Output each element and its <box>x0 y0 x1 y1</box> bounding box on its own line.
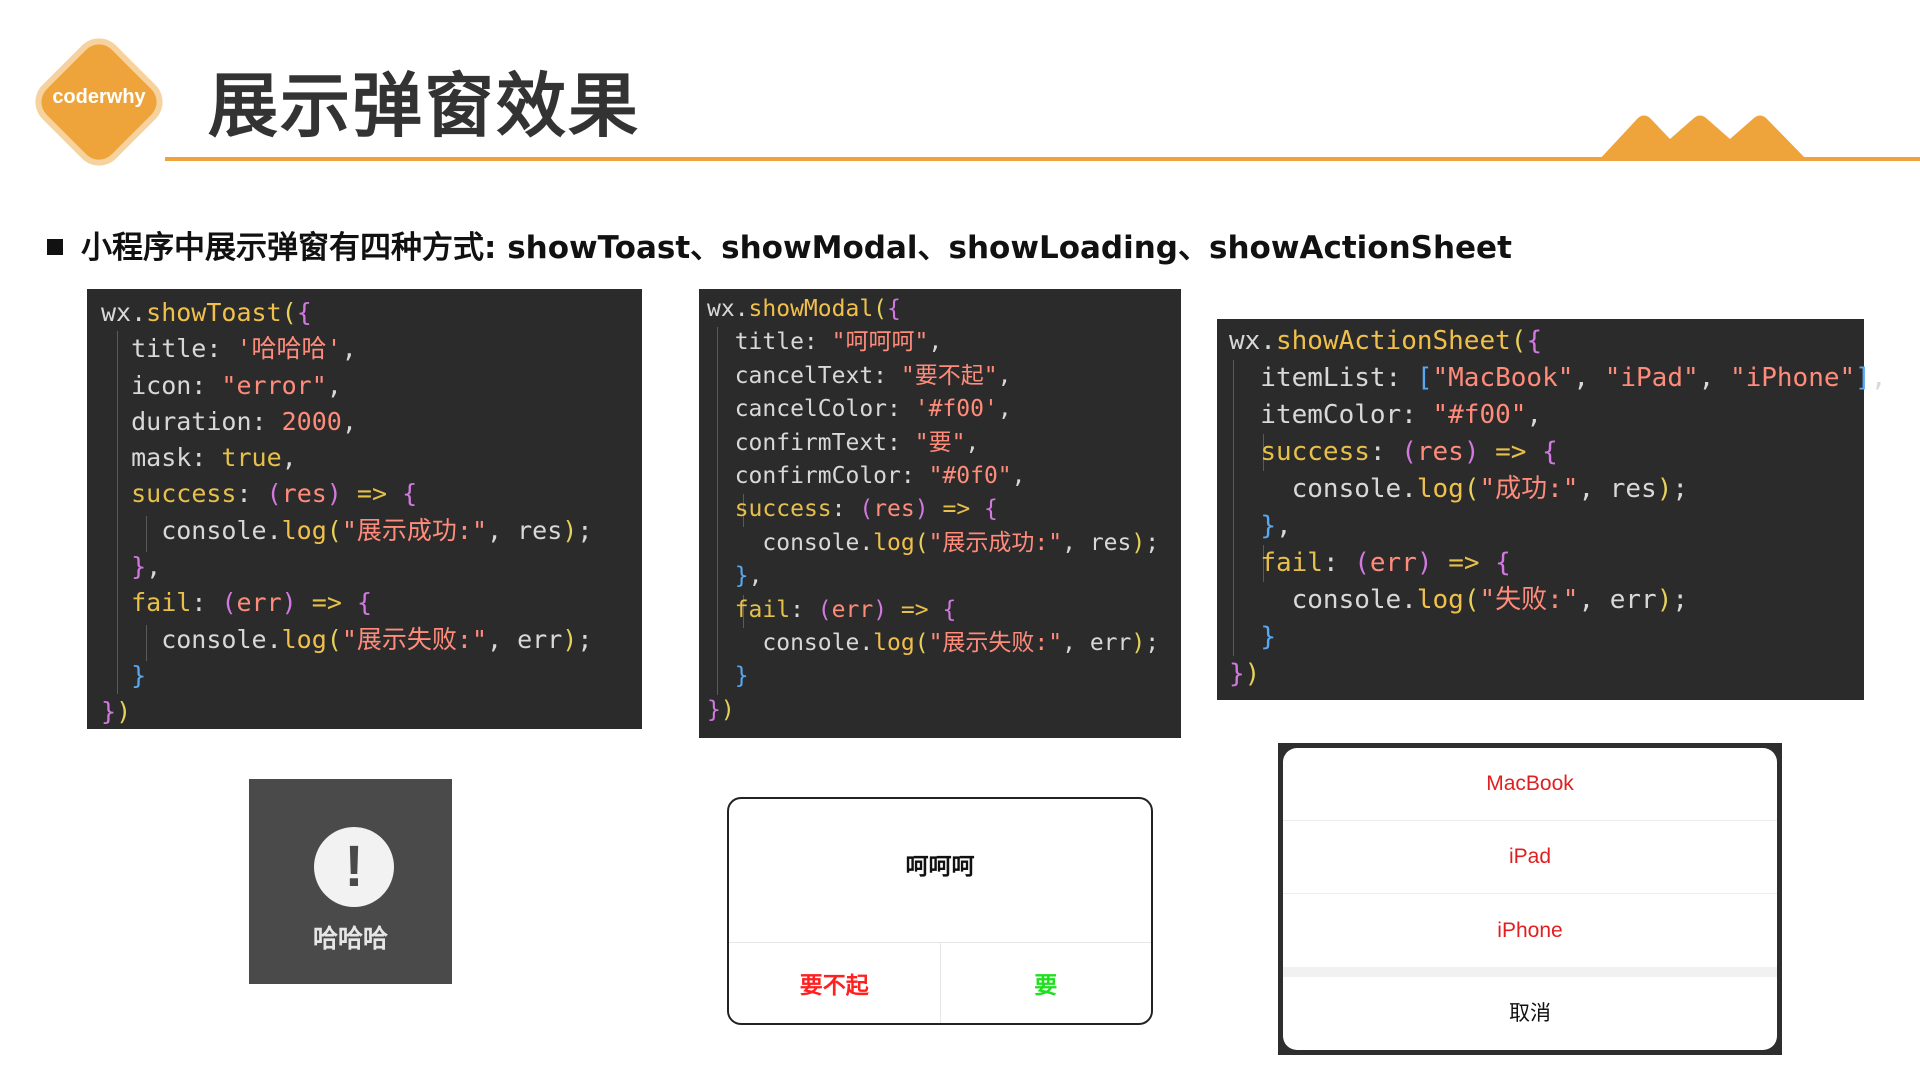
indent-guide <box>1263 434 1264 471</box>
code-line: title: '哈哈哈', <box>101 334 357 364</box>
code-line: console.log("成功:", res); <box>1229 474 1689 504</box>
mountains-decoration <box>1598 115 1808 161</box>
code-line: }, <box>131 552 162 582</box>
code-line: fail: (err) => { <box>131 588 373 618</box>
code-line: wx.showModal({ <box>707 296 901 322</box>
code-line: } <box>734 663 749 690</box>
code-line: }) <box>1229 659 1261 689</box>
code-line: }, <box>1260 511 1292 541</box>
code-line: }) <box>101 697 132 727</box>
code-line: itemList: ["MacBook", "iPad", "iPhone"], <box>1229 363 1887 393</box>
logo: coderwhy <box>33 36 165 168</box>
action-sheet-cancel-button[interactable]: 取消 <box>1509 1001 1551 1025</box>
code-line: console.log("展示成功:", res); <box>101 515 593 545</box>
toast-text: 哈哈哈 <box>312 924 388 953</box>
code-line: console.log("展示失败:", err); <box>707 629 1160 656</box>
code-line: } <box>131 660 147 690</box>
code-line: icon: "error", <box>101 370 342 400</box>
toast-preview: ! 哈哈哈 <box>249 779 452 984</box>
code-line: cancelColor: '#f00', <box>707 396 1012 423</box>
page-title: 展示弹窗效果 <box>208 65 640 147</box>
code-line: success: (res) => { <box>1260 437 1558 467</box>
code-line: console.log("展示失败:", err); <box>101 624 593 654</box>
code-line: fail: (err) => { <box>1260 548 1511 578</box>
code-block-showmodal: wx.showModal({ title: "呵呵呵", cancelText:… <box>699 289 1181 738</box>
code-line: } <box>1260 622 1276 652</box>
action-sheet-item[interactable]: MacBook <box>1283 748 1777 821</box>
bullet-text: 小程序中展示弹窗有四种方式: showToast、showModal、showL… <box>81 230 1512 266</box>
code-line: success: (res) => { <box>131 479 418 509</box>
code-line: console.log("失败:", err); <box>1229 585 1689 615</box>
indent-guide <box>743 595 744 628</box>
code-block-showtoast: wx.showToast({ title: '哈哈哈', icon: "erro… <box>87 289 642 729</box>
code-line: success: (res) => { <box>734 496 998 523</box>
code-line: duration: 2000, <box>101 406 357 436</box>
exclamation-icon: ! <box>314 827 394 907</box>
code-line: mask: true, <box>101 443 297 473</box>
code-line: console.log("展示成功:", res); <box>707 529 1160 556</box>
code-line: }, <box>734 563 763 590</box>
modal-footer: 要不起 要 <box>729 942 1151 1023</box>
action-sheet-item[interactable]: iPad <box>1283 821 1777 894</box>
indent-guide <box>146 516 147 552</box>
code-line: wx.showActionSheet({ <box>1229 326 1543 356</box>
logo-text: coderwhy <box>52 86 146 108</box>
code-line: confirmText: "要", <box>707 429 980 456</box>
action-sheet-item[interactable]: iPhone <box>1497 918 1563 942</box>
modal-title: 呵呵呵 <box>905 854 975 880</box>
code-line: }) <box>707 696 735 723</box>
code-block-showactionsheet: wx.showActionSheet({ itemList: ["MacBook… <box>1217 319 1887 700</box>
modal-cancel-button[interactable]: 要不起 <box>799 973 869 999</box>
header-divider <box>165 157 1920 161</box>
modal-preview: 呵呵呵 要不起 要 <box>727 797 1153 1025</box>
action-sheet-panel: MacBook iPad iPhone 取消 <box>1283 748 1777 1050</box>
indent-guide <box>117 331 118 694</box>
indent-guide <box>1263 545 1264 582</box>
modal-confirm-button[interactable]: 要 <box>939 943 1152 1023</box>
code-line: cancelText: "要不起", <box>707 362 1012 389</box>
indent-guide <box>743 494 744 527</box>
code-line: title: "呵呵呵", <box>707 329 943 356</box>
bullet-point: 小程序中展示弹窗有四种方式: showToast、showModal、showL… <box>47 222 1512 267</box>
indent-guide <box>146 625 147 661</box>
action-sheet-gap <box>1283 967 1777 977</box>
action-sheet-preview: MacBook iPad iPhone 取消 <box>1278 743 1782 1055</box>
indent-guide <box>1233 360 1234 656</box>
bullet-square-icon <box>47 238 63 255</box>
code-line: wx.showToast({ <box>101 298 312 327</box>
code-line: fail: (err) => { <box>734 596 957 623</box>
code-line: itemColor: "#f00", <box>1229 400 1543 430</box>
code-line: confirmColor: "#0f0", <box>707 462 1026 489</box>
indent-guide <box>717 327 718 695</box>
